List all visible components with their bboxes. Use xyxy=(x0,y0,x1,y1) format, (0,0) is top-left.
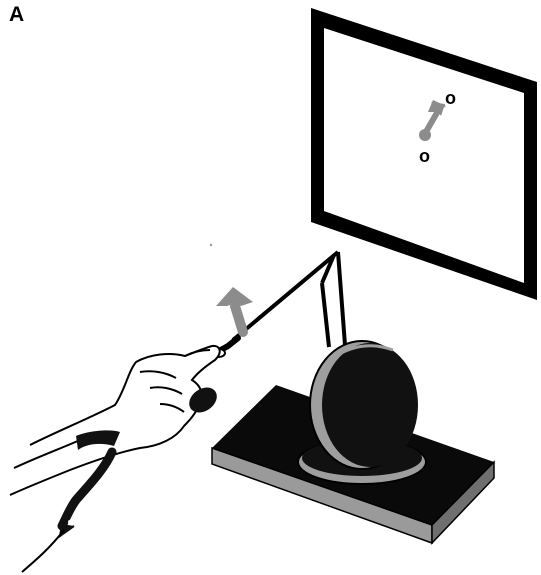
monitor-screen: o o xyxy=(311,8,537,300)
robot-sphere xyxy=(297,340,427,485)
human-hand xyxy=(9,344,221,573)
panel-label: A xyxy=(9,3,25,26)
target-upper: o xyxy=(445,88,456,108)
movement-arrow-icon xyxy=(216,287,253,337)
screen-arrow-icon xyxy=(424,100,446,133)
target-lower: o xyxy=(419,146,430,166)
robot-arm xyxy=(231,250,347,348)
